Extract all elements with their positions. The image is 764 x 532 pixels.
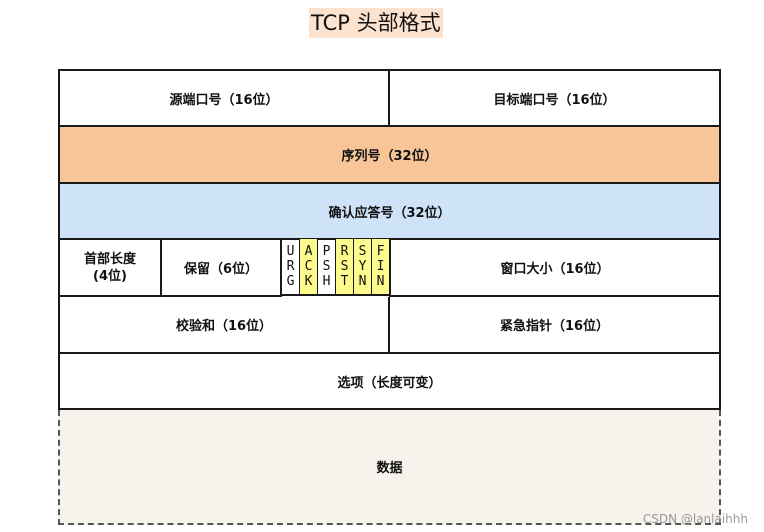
flag-letter: R: [340, 244, 349, 259]
ack-number-label: 确认应答号（32位）: [328, 205, 451, 221]
window-size-label: 窗口大小（16位）: [500, 262, 610, 277]
destination-port-field: 目标端口号（16位）: [390, 69, 721, 127]
flag-letter: P: [322, 244, 331, 259]
options-label: 选项（长度可变）: [337, 375, 442, 391]
reserved-label: 保留（6位）: [183, 262, 259, 277]
checksum-field: 校验和（16位）: [58, 297, 390, 354]
urgent-pointer-field: 紧急指针（16位）: [390, 297, 721, 354]
flag-letter: N: [376, 274, 385, 289]
flag-letter: H: [322, 274, 331, 289]
flag-letter: C: [304, 259, 313, 274]
urgent-pointer-label: 紧急指针（16位）: [499, 319, 610, 334]
data-label: 数据: [376, 461, 403, 476]
flag-letter: T: [340, 274, 349, 289]
destination-port-label: 目标端口号（16位）: [493, 92, 616, 108]
sequence-number-field: 序列号（32位）: [58, 127, 721, 184]
flag-letter: K: [304, 274, 313, 289]
source-port-label: 源端口号（16位）: [169, 92, 279, 108]
flag-letter: Y: [358, 259, 367, 274]
flag-letter: S: [358, 244, 367, 259]
flag-letter: G: [286, 274, 295, 289]
header-length-bits: (4位): [93, 268, 127, 284]
flag-letter: N: [358, 274, 367, 289]
checksum-label: 校验和（16位）: [175, 319, 273, 334]
header-length-label: 首部长度: [83, 251, 136, 267]
flag-letter: A: [304, 244, 313, 259]
flag-letter: S: [340, 259, 349, 274]
watermark: CSDN @lanlaihhh: [642, 512, 748, 526]
flag-letter: U: [286, 244, 295, 259]
source-port-field: 源端口号（16位）: [58, 69, 390, 127]
data-field: 数据: [58, 410, 721, 525]
flag-letter: I: [376, 259, 385, 274]
ack-number-field: 确认应答号（32位）: [58, 184, 721, 240]
options-field: 选项（长度可变）: [58, 354, 721, 410]
flag-letter: S: [322, 259, 331, 274]
diagram-title: TCP 头部格式: [309, 8, 443, 38]
reserved-field: 保留（6位）: [162, 240, 282, 297]
sequence-number-label: 序列号（32位）: [341, 149, 438, 164]
header-length-field: 首部长度 (4位): [58, 240, 162, 297]
window-size-field: 窗口大小（16位）: [389, 240, 721, 297]
flag-letter: F: [376, 244, 385, 259]
flag-letter: R: [286, 259, 295, 274]
